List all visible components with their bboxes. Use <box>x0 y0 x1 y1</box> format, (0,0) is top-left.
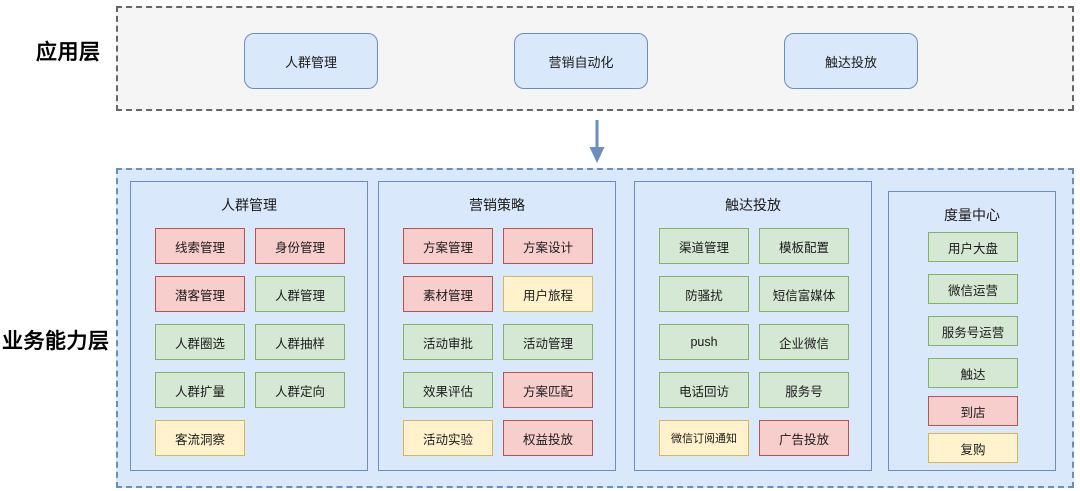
capability-card[interactable]: 防骚扰 <box>659 276 749 312</box>
capability-card[interactable]: 渠道管理 <box>659 228 749 264</box>
capability-card[interactable]: 客流洞察 <box>155 420 245 456</box>
group-marketing-strategy: 营销策略 方案管理方案设计素材管理用户旅程活动审批活动管理效果评估方案匹配活动实… <box>378 181 616 471</box>
capability-card[interactable]: 服务号运营 <box>928 316 1018 346</box>
capability-card[interactable]: 电话回访 <box>659 372 749 408</box>
group-reach-delivery: 触达投放 渠道管理模板配置防骚扰短信富媒体 push 企业微信电话回访服务号微信订阅… <box>634 181 872 471</box>
capability-card[interactable]: 权益投放 <box>503 420 593 456</box>
capability-card[interactable]: 微信订阅通知 <box>659 420 749 456</box>
capability-card[interactable]: 人群圈选 <box>155 324 245 360</box>
business-layer-container: 人群管理 线索管理身份管理潜客管理人群管理人群圈选人群抽样人群扩量人群定向客流洞… <box>116 168 1074 488</box>
group-title: 人群管理 <box>221 197 277 213</box>
capability-card[interactable]: 人群扩量 <box>155 372 245 408</box>
business-layer-label: 业务能力层 <box>2 330 110 353</box>
capability-card[interactable]: 效果评估 <box>403 372 493 408</box>
capability-card[interactable]: 活动实验 <box>403 420 493 456</box>
capability-card[interactable]: 服务号 <box>759 372 849 408</box>
capability-card[interactable]: 模板配置 <box>759 228 849 264</box>
capability-card[interactable]: push <box>659 324 749 360</box>
capability-card[interactable]: 线索管理 <box>155 228 245 264</box>
capability-card[interactable]: 短信富媒体 <box>759 276 849 312</box>
capability-card[interactable]: 触达 <box>928 358 1018 388</box>
group-title: 营销策略 <box>469 197 525 213</box>
capability-card[interactable]: 用户大盘 <box>928 232 1018 262</box>
group-title: 度量中心 <box>944 207 1000 223</box>
application-card-reach-delivery[interactable]: 触达投放 <box>784 33 918 89</box>
group-crowd-management: 人群管理 线索管理身份管理潜客管理人群管理人群圈选人群抽样人群扩量人群定向客流洞… <box>130 181 368 471</box>
capability-card[interactable]: 方案管理 <box>403 228 493 264</box>
capability-card[interactable]: 企业微信 <box>759 324 849 360</box>
capability-card[interactable]: 人群抽样 <box>255 324 345 360</box>
down-arrow-icon <box>589 120 605 163</box>
application-card-crowd-management[interactable]: 人群管理 <box>244 33 378 89</box>
capability-card[interactable]: 到店 <box>928 396 1018 426</box>
capability-card[interactable]: 方案设计 <box>503 228 593 264</box>
capability-card[interactable]: 身份管理 <box>255 228 345 264</box>
capability-card[interactable]: 用户旅程 <box>503 276 593 312</box>
capability-card[interactable]: 广告投放 <box>759 420 849 456</box>
capability-card[interactable]: 复购 <box>928 433 1018 463</box>
capability-card[interactable]: 潜客管理 <box>155 276 245 312</box>
application-card-marketing-automation[interactable]: 营销自动化 <box>514 33 648 89</box>
capability-card[interactable]: 微信运营 <box>928 274 1018 304</box>
capability-card[interactable]: 素材管理 <box>403 276 493 312</box>
capability-card[interactable]: 方案匹配 <box>503 372 593 408</box>
capability-card[interactable]: 活动审批 <box>403 324 493 360</box>
capability-card[interactable]: 活动管理 <box>503 324 593 360</box>
application-layer-container: 人群管理 营销自动化 触达投放 <box>116 6 1074 111</box>
group-measurement-center: 度量中心 用户大盘微信运营服务号运营触达到店复购 <box>888 191 1056 471</box>
application-layer-label: 应用层 <box>36 41 101 64</box>
capability-card[interactable]: 人群管理 <box>255 276 345 312</box>
capability-card[interactable]: 人群定向 <box>255 372 345 408</box>
group-title: 触达投放 <box>725 197 781 213</box>
